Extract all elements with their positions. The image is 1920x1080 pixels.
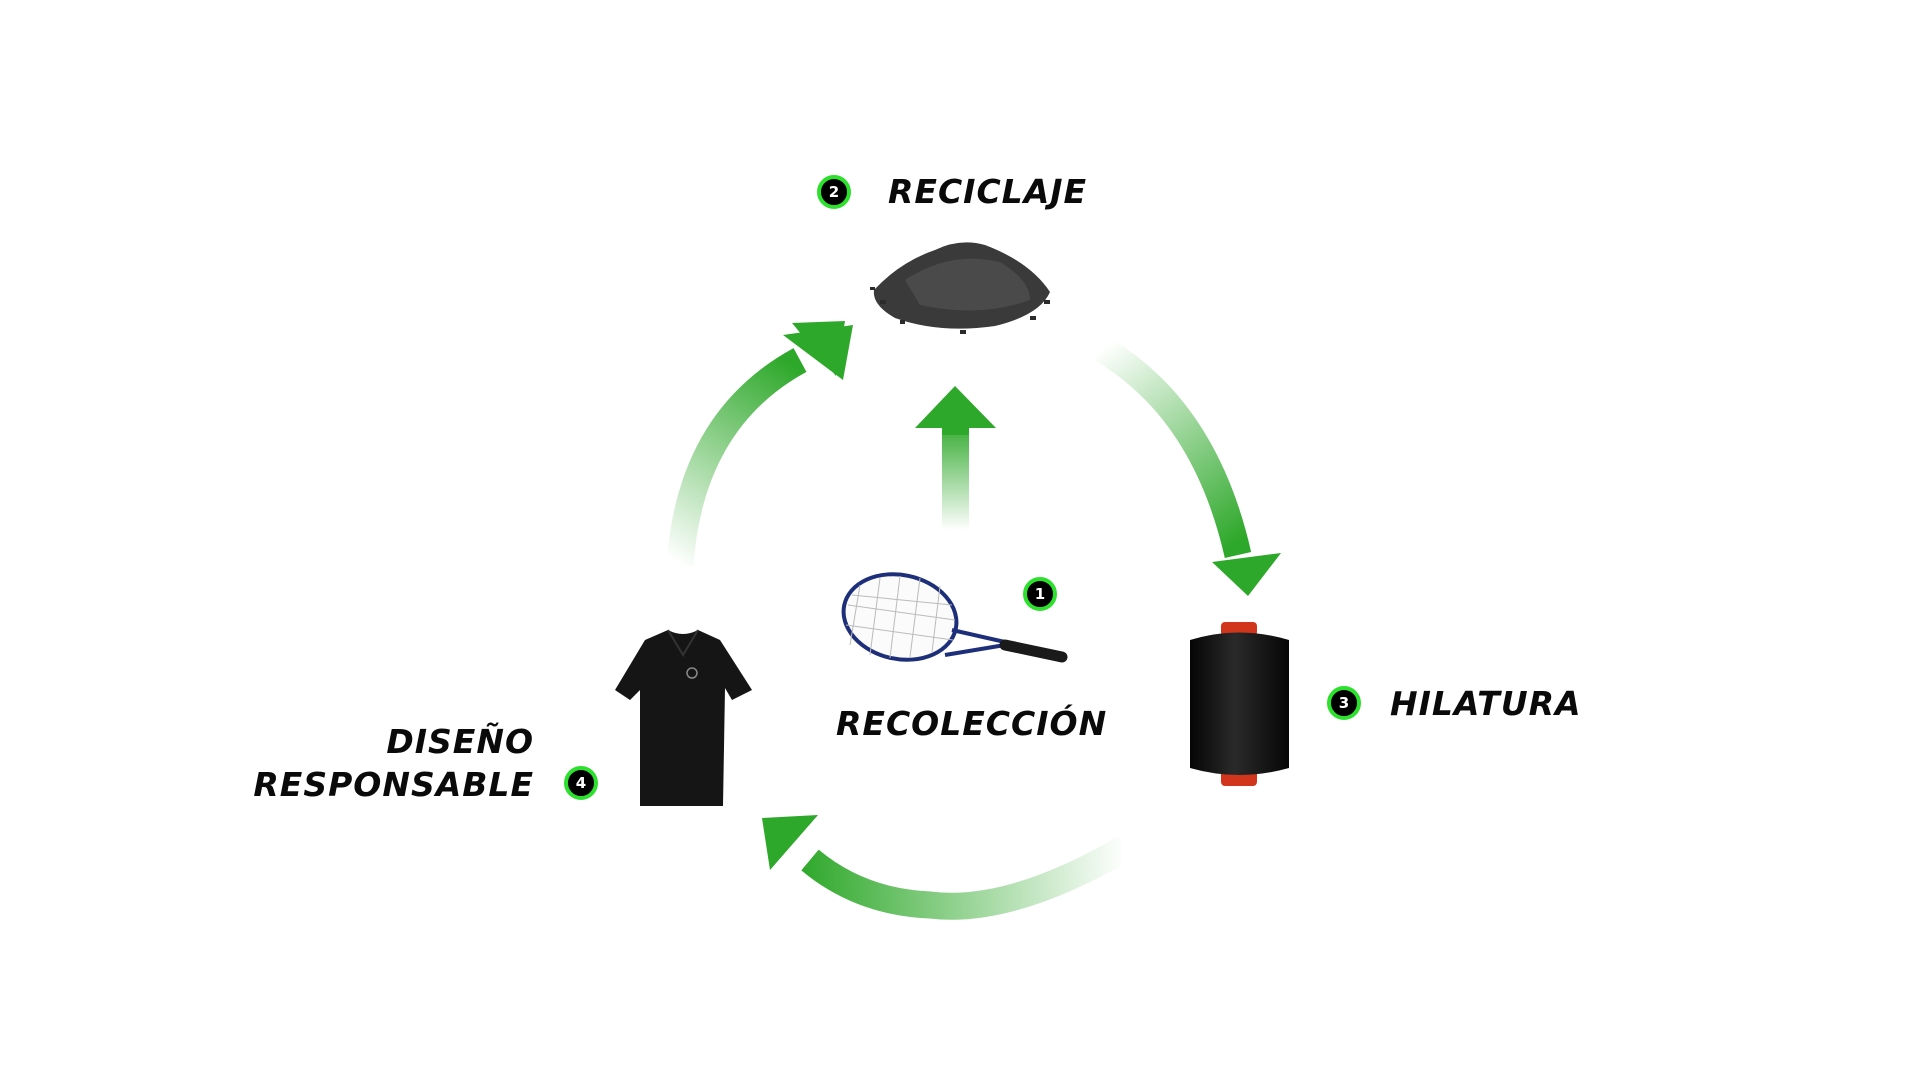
step-label-recycling: RECICLAJE bbox=[888, 172, 1088, 211]
polo-shirt-icon bbox=[615, 629, 752, 806]
arrow-recycling-to-spinning bbox=[1095, 337, 1281, 596]
arrow-spinning-to-design bbox=[762, 815, 1132, 920]
step-badge-1: 1 bbox=[1023, 577, 1057, 611]
tennis-racket-icon bbox=[841, 572, 1068, 663]
step-label-collection: RECOLECCIÓN bbox=[836, 704, 1108, 743]
step-badge-4: 4 bbox=[564, 766, 598, 800]
arrow-collection-to-recycling bbox=[915, 386, 996, 530]
yarn-spool-icon bbox=[1190, 622, 1289, 786]
step-label-spinning: HILATURA bbox=[1390, 684, 1582, 723]
step-badge-2: 2 bbox=[817, 175, 851, 209]
step-badge-3: 3 bbox=[1327, 686, 1361, 720]
arrow-design-to-recycling bbox=[666, 321, 853, 566]
pellets-pile-icon bbox=[870, 242, 1050, 334]
step-label-design-line1: DISEÑO bbox=[386, 722, 534, 761]
step-label-design-line2: RESPONSABLE bbox=[253, 765, 534, 804]
